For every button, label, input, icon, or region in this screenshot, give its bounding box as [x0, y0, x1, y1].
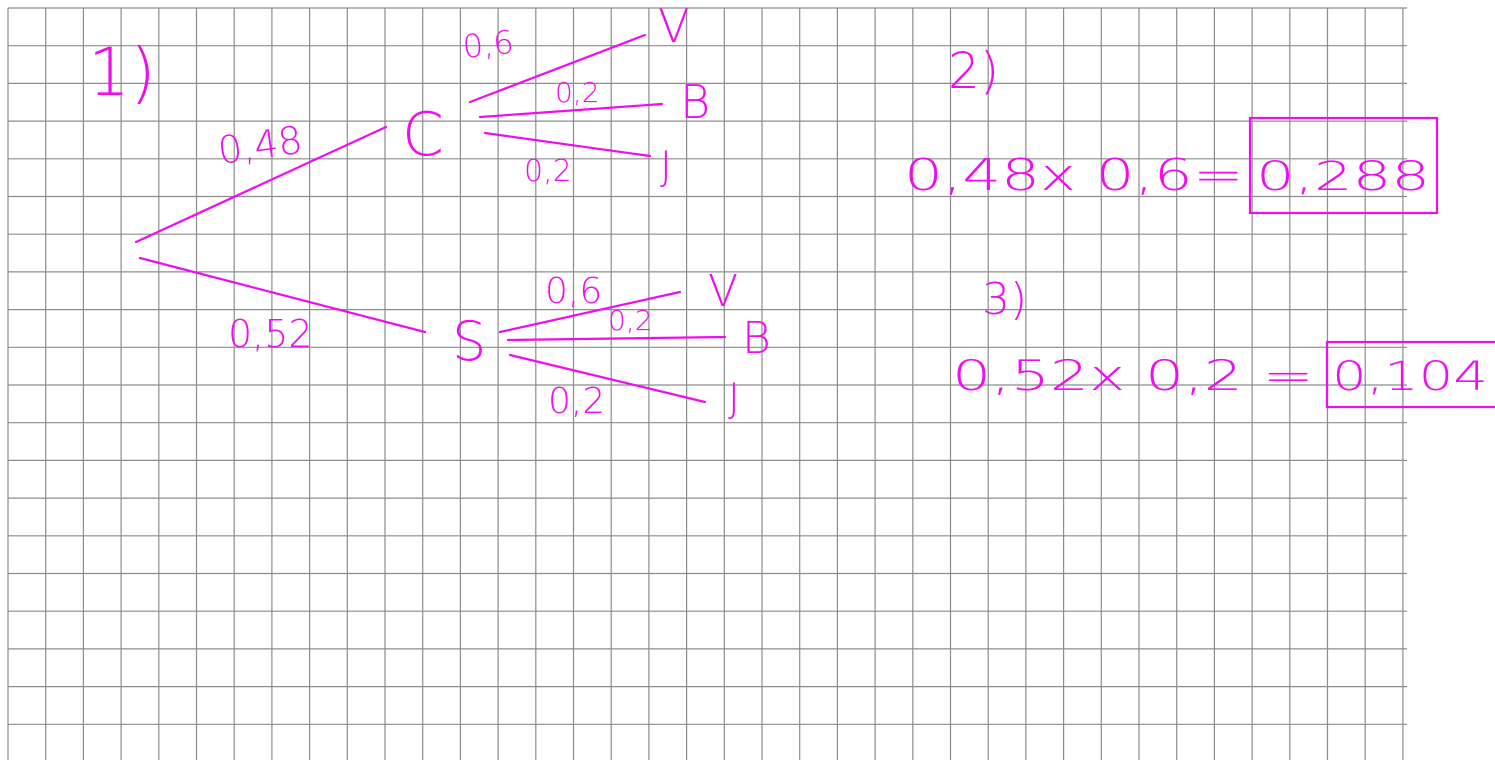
branch-root-s-probability: 0,52	[228, 312, 313, 356]
part2-result-box	[1248, 116, 1439, 215]
node-s: S	[452, 310, 486, 373]
node-c-j: J	[660, 144, 672, 190]
branch-c-b-probability: 0,2	[555, 76, 600, 109]
node-c-b: B	[680, 75, 710, 129]
branch-c-j	[483, 131, 652, 158]
node-c-v: V	[658, 0, 689, 53]
node-c: C	[402, 100, 444, 170]
node-s-j: J	[728, 376, 740, 422]
branch-s-v	[498, 290, 682, 334]
branch-root-c	[134, 125, 388, 244]
branch-root-s	[138, 256, 427, 334]
part2-label: 2)	[948, 42, 999, 100]
node-s-v: V	[708, 266, 738, 317]
branch-s-v-probability: 0,6	[545, 271, 602, 312]
branch-c-b	[478, 102, 664, 119]
node-s-b: B	[742, 313, 771, 364]
branch-c-v	[468, 33, 647, 104]
part2-calculation: 2) 0,48x 0,6= 0,288	[904, 42, 1439, 215]
branch-c-j-probability: 0,2	[524, 154, 572, 189]
part2-result: 0,288	[1256, 154, 1430, 200]
branch-c-v-probability: 0,6	[461, 23, 516, 66]
branch-s-j-probability: 0,2	[548, 381, 605, 422]
part3-label: 3)	[982, 274, 1027, 325]
grid-lines	[7, 7, 1407, 760]
probability-tree: 1) 0,48 C 0,52 S 0,6 V 0,2 B 0,2 J 0,6 V…	[88, 0, 771, 422]
part2-expression: 0,48x 0,6=	[904, 150, 1244, 201]
part1-label: 1)	[88, 34, 156, 111]
branch-s-j	[508, 353, 707, 404]
part3-expression: 0,52x 0,2 =	[952, 351, 1314, 400]
part3-calculation: 3) 0,52x 0,2 = 0,104	[952, 274, 1495, 409]
branch-s-b	[506, 335, 727, 342]
branch-s-b-probability: 0,2	[608, 304, 653, 337]
part3-result: 0,104	[1332, 354, 1488, 400]
part3-result-box	[1325, 340, 1495, 409]
